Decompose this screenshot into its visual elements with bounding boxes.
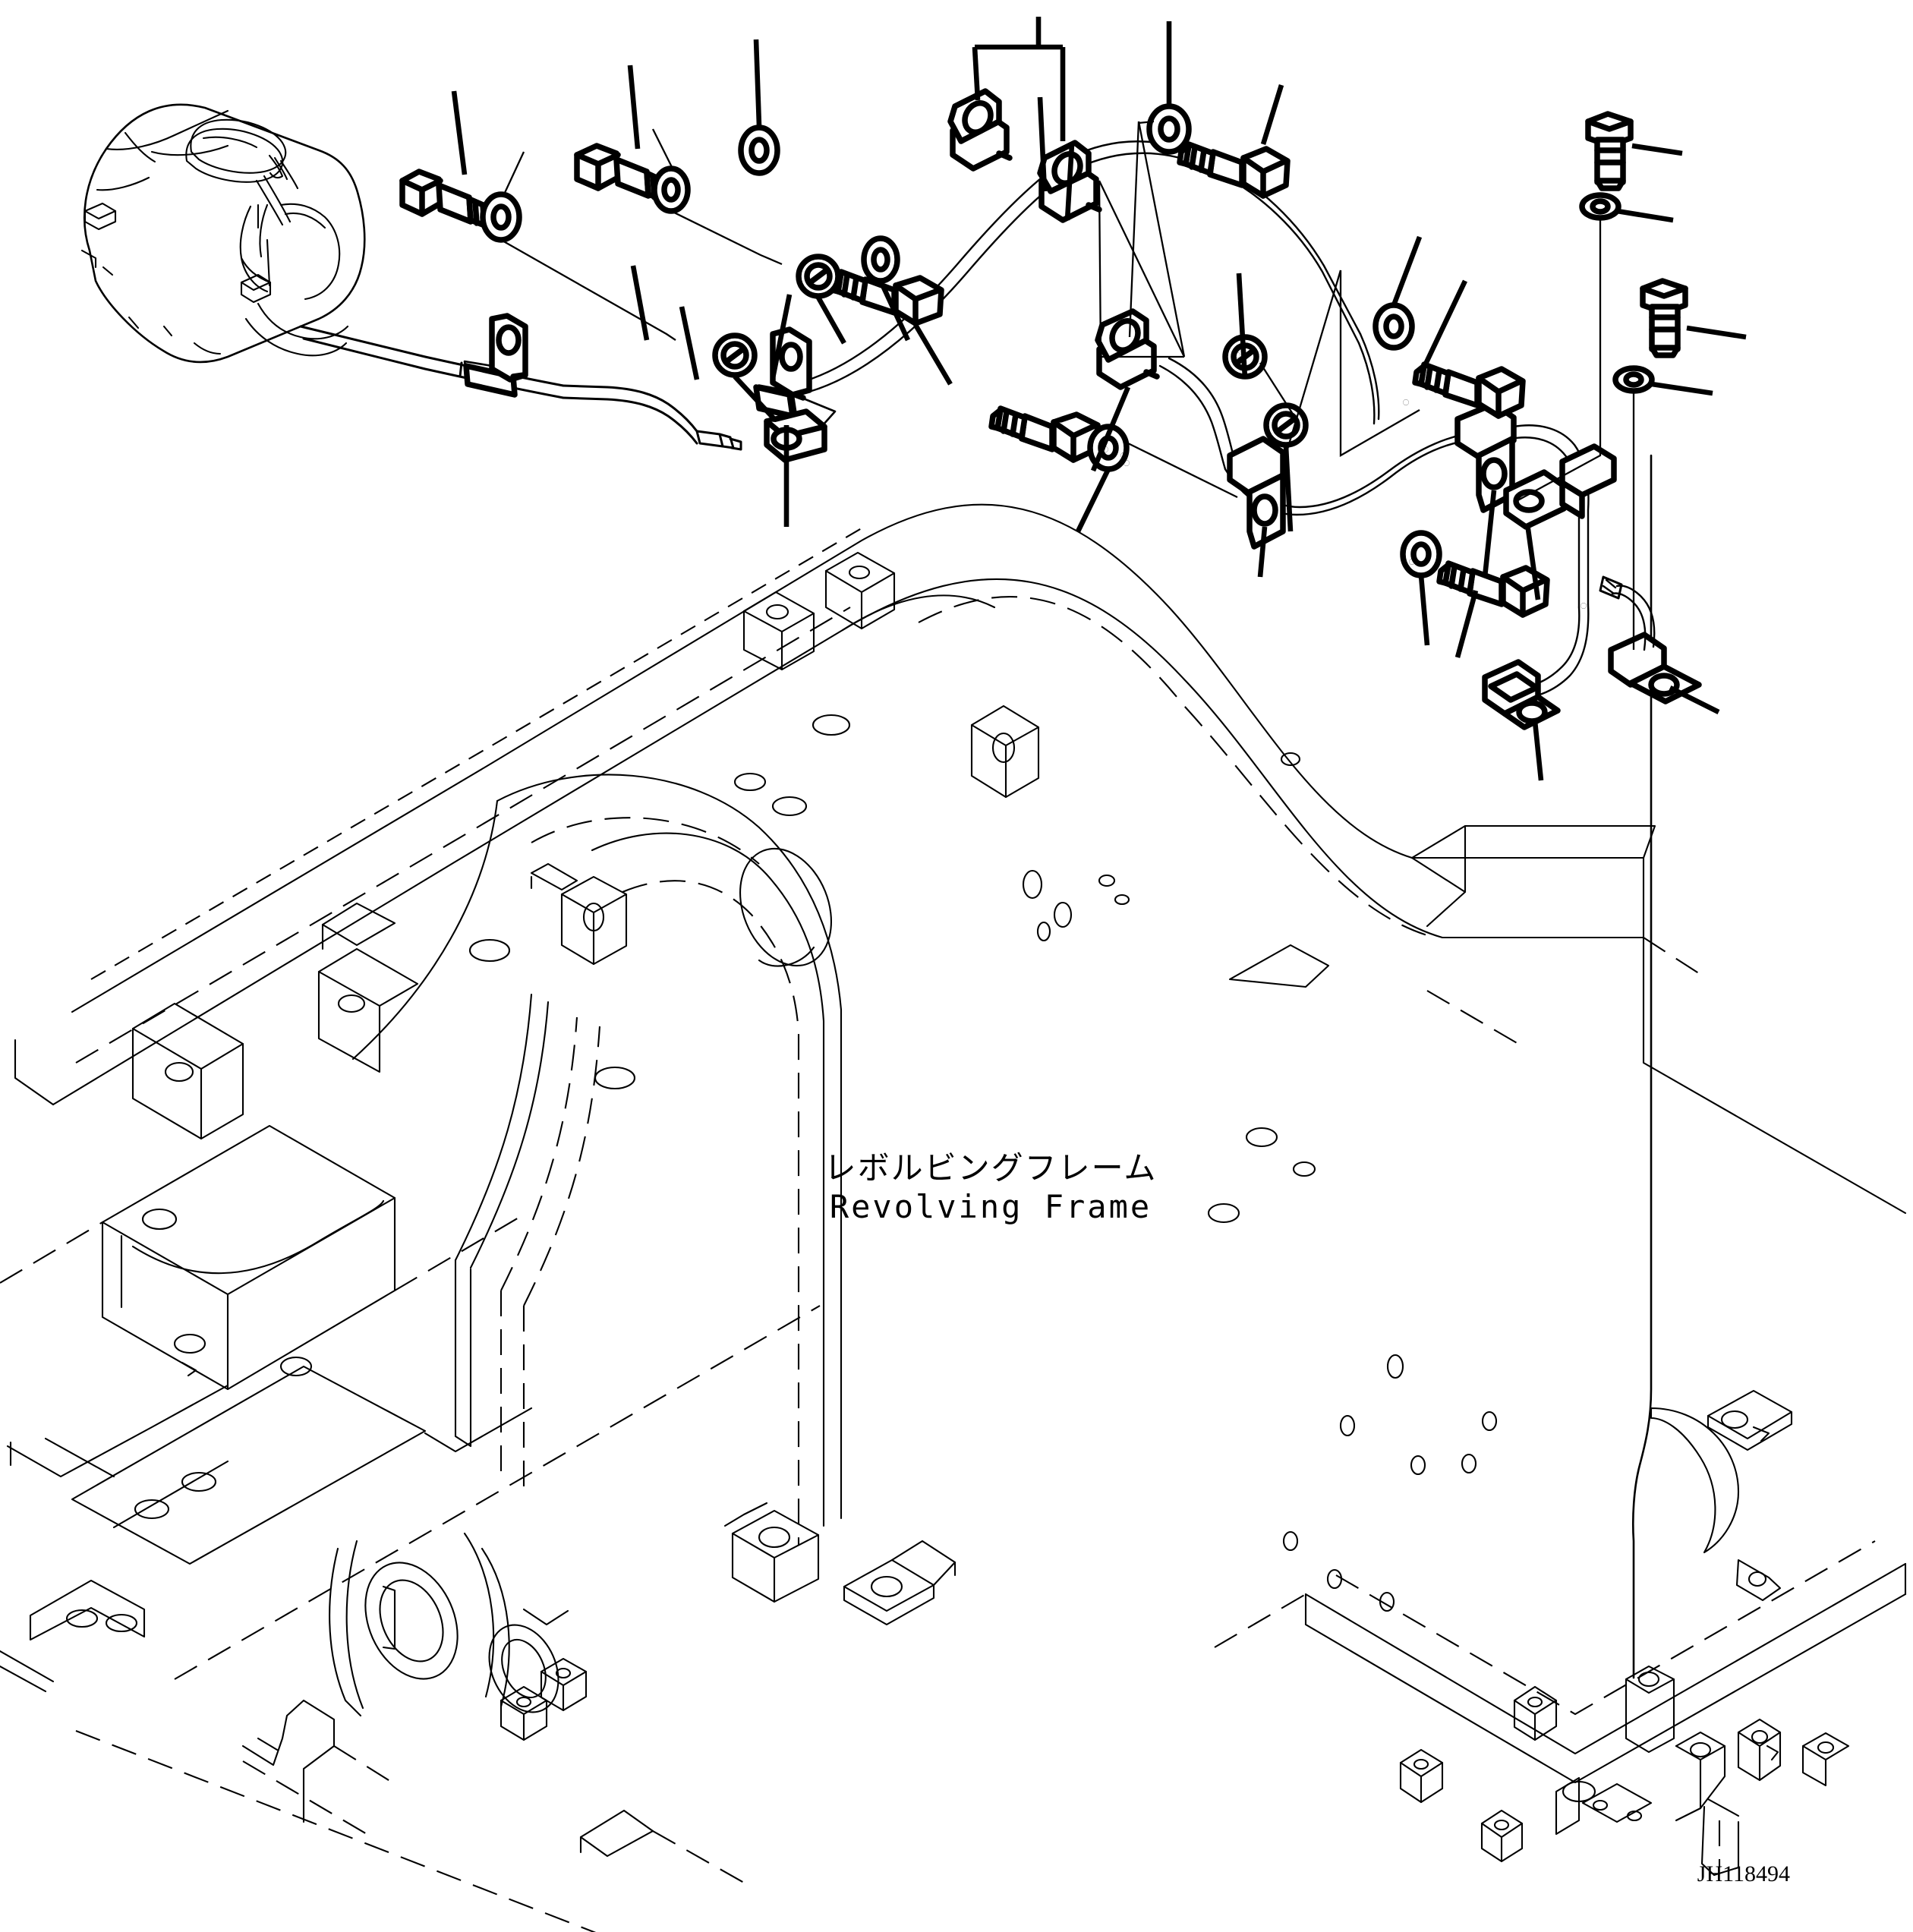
cable-clamp-4: [947, 88, 1013, 172]
frame-outer-deck: [52, 503, 1645, 1106]
hex-bolt-vertical-2: [1640, 278, 1688, 358]
leader-lines: [451, 17, 1747, 781]
lock-nut-2: [796, 254, 841, 299]
plain-washer-10: [1612, 365, 1655, 394]
gearbox-casting-assembly: [80, 103, 366, 364]
plain-washer-8: [1400, 530, 1442, 578]
frame-right-deck: [1098, 752, 1907, 1877]
plain-washer-3: [861, 235, 900, 284]
frame-bottom-lugs: [579, 1502, 956, 1883]
cable-clamp-1: [463, 313, 528, 398]
plain-washer-2: [651, 165, 691, 214]
plain-washer-7: [1373, 302, 1415, 351]
plain-washer-5: [1146, 103, 1192, 155]
caption-japanese: レボルビングフレーム: [824, 1149, 1158, 1187]
hex-bolt-5: [1177, 141, 1291, 199]
hex-bolt-6: [1412, 361, 1526, 419]
cable-clamp-6: [1095, 308, 1160, 390]
frame-left-brackets: [0, 902, 525, 1391]
cable-clamp-2: [753, 326, 812, 419]
frame-left-sill: [0, 1038, 821, 1932]
plain-washer-4: [738, 124, 780, 176]
sheet-id-label: JH118494: [1697, 1861, 1790, 1886]
frame-boom-foot: [241, 1532, 588, 1838]
cable-clamp-3: [764, 408, 827, 463]
frame-center-boom-mount: [351, 714, 1073, 1545]
lock-nut-1: [712, 333, 758, 378]
lock-nut-4: [1263, 402, 1309, 448]
hex-bolt-4: [988, 405, 1101, 463]
hex-bolt-vertical-1: [1585, 111, 1634, 191]
ground-strap-vertical-run: [1625, 454, 1675, 1754]
hex-bolt-3: [829, 269, 944, 326]
frame-mount-blocks: [530, 551, 1040, 966]
caption-english: Revolving Frame: [829, 1188, 1152, 1226]
frame-caption: レボルビングフレーム Revolving Frame: [816, 1150, 1165, 1224]
plain-washer-1: [480, 191, 522, 243]
hex-bolt-7: [1436, 560, 1550, 618]
plain-washer-9: [1579, 192, 1621, 221]
